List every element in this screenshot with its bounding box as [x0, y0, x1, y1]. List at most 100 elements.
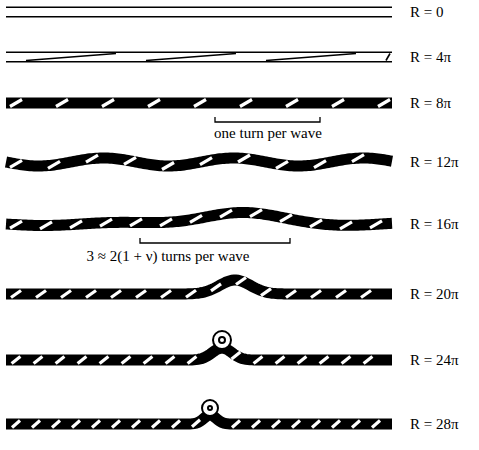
helix-stripe	[336, 291, 346, 298]
helix-stripe	[238, 155, 250, 162]
helix-stripe	[311, 290, 321, 297]
helix-stripe	[100, 219, 112, 226]
helix-stripe	[162, 162, 174, 169]
helix-stripe	[280, 215, 292, 222]
helix-stripe	[252, 421, 260, 428]
rod-loop-stripe	[216, 334, 228, 346]
helix-stripe	[261, 289, 271, 296]
helix-stripe	[124, 157, 136, 164]
helix-stripe	[112, 421, 120, 428]
helix-stripe	[236, 278, 246, 285]
helix-stripe	[320, 357, 329, 364]
helix-stripe	[232, 420, 240, 427]
rod-label: R = 0	[408, 4, 445, 21]
rod-loop	[205, 403, 215, 413]
helix-stripe	[92, 421, 100, 428]
helix-stripe	[361, 291, 371, 298]
helix-stripe	[122, 357, 131, 364]
helix-stripe	[40, 222, 52, 229]
helix-stripe	[52, 421, 60, 428]
helix-stripe	[232, 352, 241, 359]
rod-outline	[6, 280, 392, 294]
helix-stripe	[48, 161, 60, 168]
helix-stripe	[372, 421, 380, 428]
rod-body	[6, 53, 392, 61]
helix-stripe	[190, 215, 202, 222]
rod-outline	[6, 98, 392, 109]
rod-outline	[6, 52, 392, 63]
helix-stripe	[146, 54, 236, 61]
rod-label: R = 8π	[408, 95, 453, 112]
helix-stripe	[34, 357, 43, 364]
helix-stripe	[352, 421, 360, 428]
helix-stripe	[166, 357, 175, 364]
helix-stripe	[364, 357, 373, 364]
helix-stripe	[10, 221, 22, 228]
helix-stripe	[332, 100, 344, 107]
helix-stripe	[160, 219, 172, 226]
helix-stripe	[276, 357, 285, 364]
helix-stripe	[272, 421, 280, 428]
helix-stripe	[130, 219, 142, 226]
wave-note: one turn per wave	[212, 125, 324, 142]
helix-stripe	[56, 100, 68, 107]
helix-stripe	[266, 54, 356, 61]
helix-stripe	[12, 357, 21, 364]
helix-stripe	[352, 155, 364, 162]
helix-stripe	[220, 210, 232, 217]
helix-stripe	[250, 210, 262, 217]
rod-label: R = 24π	[408, 352, 461, 369]
helix-stripe	[188, 356, 197, 363]
helix-stripe	[36, 291, 46, 298]
helix-stripe	[240, 100, 252, 107]
rod-label: R = 28π	[408, 416, 461, 433]
helix-stripe	[61, 291, 71, 298]
rod-body	[6, 8, 392, 16]
helix-stripe	[370, 221, 382, 228]
helix-stripe	[111, 291, 121, 298]
helix-stripe	[11, 291, 21, 298]
helix-stripe	[292, 421, 300, 428]
wave-note: 3 ≈ 2(1 + ν) turns per wave	[84, 248, 251, 265]
rod-label: R = 4π	[408, 49, 453, 66]
helix-stripe	[332, 421, 340, 428]
helix-stripe	[26, 54, 116, 61]
helix-stripe	[276, 161, 288, 168]
helix-stripe	[148, 100, 160, 107]
helix-stripe	[56, 357, 65, 364]
helix-stripe	[12, 421, 20, 428]
helix-stripe	[100, 357, 109, 364]
helix-stripe	[144, 357, 153, 364]
helix-stripe	[10, 100, 22, 107]
rod-outline	[6, 7, 392, 18]
helix-stripe	[78, 357, 87, 364]
helix-stripe	[254, 356, 263, 363]
helix-stripe	[200, 158, 212, 165]
helix-stripe	[286, 290, 296, 297]
helix-stripe	[310, 220, 322, 227]
helix-stripe	[211, 284, 221, 291]
helix-stripe	[136, 291, 146, 298]
helix-stripe	[286, 100, 298, 107]
helix-stripe	[340, 222, 352, 229]
helix-stripe	[10, 160, 22, 167]
helix-stripe	[86, 291, 96, 298]
helix-stripe	[378, 100, 390, 107]
helix-stripe	[102, 100, 114, 107]
helix-stripe	[186, 290, 196, 297]
rod-loop	[216, 334, 228, 346]
rod-outline	[6, 158, 392, 166]
helix-stripe	[192, 420, 200, 427]
helix-stripe	[342, 357, 351, 364]
helix-stripe	[86, 155, 98, 162]
rod-loop-stripe	[205, 403, 215, 413]
rod-label: R = 12π	[408, 154, 461, 171]
helix-stripe	[298, 357, 307, 364]
helix-stripe	[194, 100, 206, 107]
helix-stripe	[314, 161, 326, 168]
rod-label: R = 20π	[408, 286, 461, 303]
helix-stripe	[152, 421, 160, 428]
helix-stripe	[32, 421, 40, 428]
helix-stripe	[132, 421, 140, 428]
helix-stripe	[72, 421, 80, 428]
